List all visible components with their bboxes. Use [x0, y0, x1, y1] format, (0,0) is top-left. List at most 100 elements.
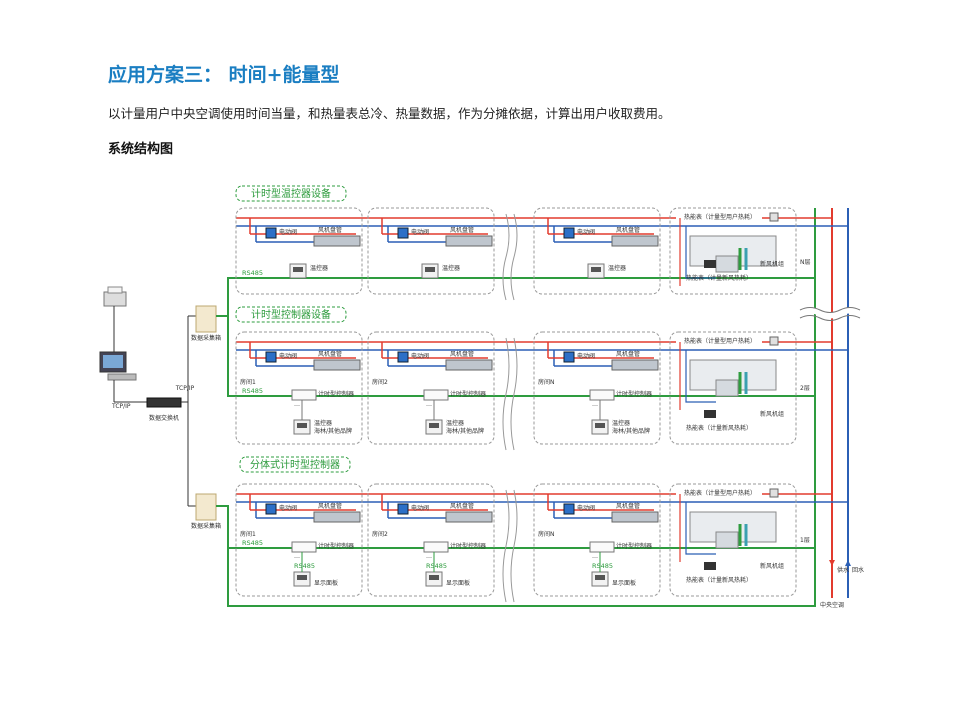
fresh-meter-label: 热能表（计量新风热耗） — [686, 576, 752, 584]
fan-coil-icon — [611, 359, 659, 371]
room-box — [235, 331, 363, 445]
room-box — [533, 331, 661, 445]
device-group-label: 分体式计时型控制器 — [250, 458, 340, 471]
break-mark — [510, 213, 518, 301]
heat-meter-label-bg — [676, 488, 762, 497]
rs485-label: RS485 — [242, 269, 263, 277]
switch-label: 数据交换机 — [149, 414, 179, 422]
heat-meter-label: 热能表（计量型用户热耗） — [684, 213, 756, 221]
rs485-device-label: RS485 — [294, 562, 315, 570]
timer-controller-icon — [589, 541, 615, 553]
thermostat-brand-label: 温控器 — [612, 419, 630, 427]
network-switch-icon — [146, 397, 182, 408]
heat-meter-icon — [769, 212, 779, 222]
electric-valve-icon — [265, 503, 277, 515]
diagram-subtitle: 系统结构图 — [108, 142, 174, 157]
room-box — [367, 483, 495, 597]
supply-arrow — [829, 560, 835, 566]
room-label: 房间N — [538, 378, 555, 386]
fan-coil-icon — [611, 235, 659, 247]
heat-meter-icon — [769, 336, 779, 346]
rs485-label: RS485 — [242, 387, 263, 395]
fresh-unit-label: 新风机组 — [760, 260, 784, 268]
computer-screen — [103, 355, 123, 368]
valve-label: 电动阀 — [577, 352, 595, 360]
display-panel-label: 显示面板 — [314, 579, 338, 587]
tcpip-label: TCP/IP — [111, 403, 131, 410]
fresh-air-unit-section — [715, 531, 739, 549]
room-box — [235, 483, 363, 597]
room-box — [533, 483, 661, 597]
fresh-air-unit-section — [715, 255, 739, 273]
timer-controller-icon — [291, 541, 317, 553]
fresh-return-pipe — [685, 502, 716, 555]
fresh-return-pipe — [685, 226, 716, 279]
fan-coil-label: 风机盘管 — [616, 350, 640, 358]
rs485-label: RS485 — [242, 539, 263, 547]
fan-coil-label: 风机盘管 — [616, 502, 640, 510]
break-mark — [510, 337, 518, 451]
device-caption: … — [426, 401, 432, 408]
heat-meter-label-bg — [676, 212, 762, 221]
device-caption: … — [294, 553, 300, 560]
timer-controller-label: 计时型控制器 — [318, 542, 354, 550]
thermostat-label: 温控器 — [310, 264, 328, 272]
break-mark — [502, 337, 510, 451]
data-collector-box — [195, 493, 217, 521]
display-panel-screen — [595, 575, 605, 580]
fresh-air-room-box — [669, 331, 797, 445]
fresh-air-room-box — [669, 207, 797, 295]
heat-meter-label: 热能表（计量型用户热耗） — [684, 489, 756, 497]
rs485-bus-line — [216, 505, 815, 549]
device-group-box — [235, 185, 347, 202]
electric-valve-icon — [397, 351, 409, 363]
thermostat-label: 温控器 — [608, 264, 626, 272]
device-caption: … — [592, 401, 598, 408]
display-panel-screen — [429, 575, 439, 580]
device-group-box — [239, 456, 351, 473]
device-caption: … — [426, 553, 432, 560]
thermostat-brand-label: 海林/其他品牌 — [314, 427, 352, 435]
timer-controller-label: 计时型控制器 — [318, 390, 354, 398]
thermostat-screen — [429, 423, 439, 428]
fresh-return-pipe — [685, 350, 716, 403]
room-label: 房间N — [538, 530, 555, 538]
timer-controller-icon — [291, 389, 317, 401]
pipe-break-mask — [798, 307, 862, 319]
fresh-air-unit-section — [715, 379, 739, 397]
fan-coil-icon — [445, 235, 493, 247]
timer-controller-label: 计时型控制器 — [616, 542, 652, 550]
room-label: 房间1 — [240, 378, 256, 386]
tcpip-vertical-label: TCP/IP — [175, 385, 195, 392]
break-mark — [510, 489, 518, 603]
fresh-unit-label: 新风机组 — [760, 562, 784, 570]
timer-controller-label: 计时型控制器 — [450, 542, 486, 550]
room-box — [235, 207, 363, 295]
fan-coil-label: 风机盘管 — [616, 226, 640, 234]
timer-controller-icon — [423, 541, 449, 553]
valve-label: 电动阀 — [411, 228, 429, 236]
thermostat-screen — [595, 423, 605, 428]
fresh-heat-meter-icon — [704, 562, 716, 570]
floor-label: 1层 — [800, 537, 810, 544]
valve-label: 电动阀 — [279, 228, 297, 236]
data-collector-label: 数据采集箱 — [191, 522, 221, 530]
data-collector-box — [195, 305, 217, 333]
valve-label: 电动阀 — [411, 504, 429, 512]
device-group-label: 计时型控制器设备 — [251, 308, 331, 321]
thermostat-brand-label: 海林/其他品牌 — [446, 427, 484, 435]
room-label: 房间1 — [240, 530, 256, 538]
pipe-break-mark — [799, 315, 861, 321]
timer-controller-label: 计时型控制器 — [616, 390, 652, 398]
fan-coil-label: 风机盘管 — [450, 350, 474, 358]
fan-coil-icon — [611, 511, 659, 523]
floor-label: N层 — [800, 259, 811, 266]
floor-label: 2层 — [800, 385, 810, 392]
valve-label: 电动阀 — [577, 228, 595, 236]
rs485-bus-line — [216, 315, 815, 397]
fan-coil-icon — [313, 235, 361, 247]
electric-valve-icon — [397, 503, 409, 515]
central-ac-label: 中央空调 — [820, 601, 844, 609]
rs485-bus-line — [227, 548, 816, 607]
